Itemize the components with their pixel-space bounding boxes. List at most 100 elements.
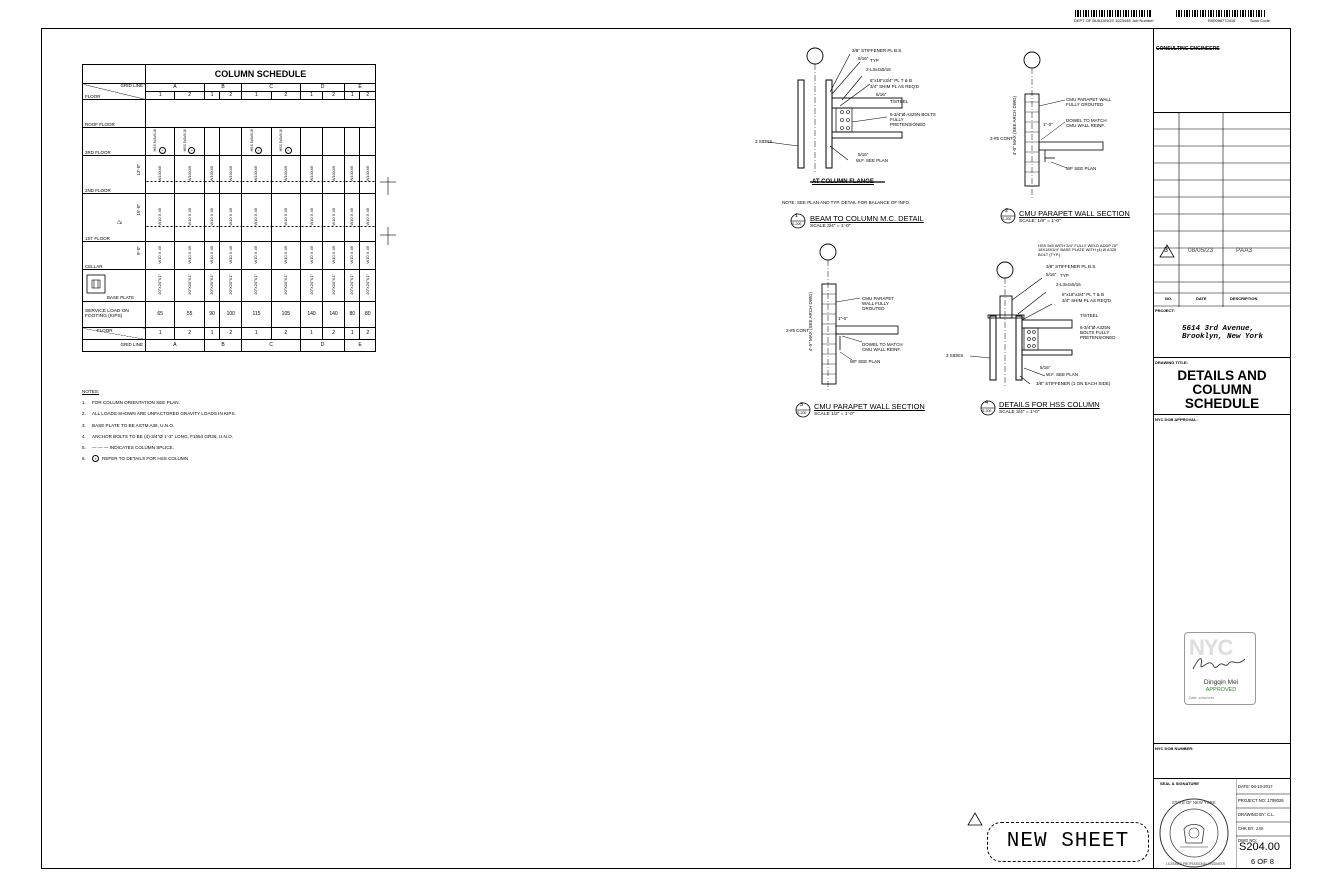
detail-2-callout: DOWEL TO MATCH CMU WALL REINF. <box>1066 118 1107 128</box>
column-schedule-table: COLUMN SCHEDULE GRID LINE FLOOR A B C D … <box>82 64 376 352</box>
service-load-cell: 65 <box>144 301 176 328</box>
sheet-border <box>41 28 1291 869</box>
detail-1-scale: SCALE 3/4" = 1'-0" <box>810 224 851 229</box>
row-label-base: BASE PLATE <box>107 294 135 300</box>
detail-4-callout: W.F. SEE PLAN <box>1046 372 1079 377</box>
detail-1-subtitle: AT COLUMN FLANGE <box>812 179 874 185</box>
schedule-cell: W10X49 <box>270 155 302 194</box>
detail-3-marker: 3 S-200 <box>795 402 811 418</box>
detail-1-callout: 6-3/4"Ø A325N BOLTS FULLY PRETENSIONED <box>890 112 936 127</box>
detail-1-callout: 5/16" <box>876 92 887 97</box>
dob-number-label: NYC DOB NUMBER: <box>1155 746 1194 751</box>
detail-2-drawing <box>1023 51 1104 200</box>
circled-plus-icon: + <box>158 146 166 154</box>
schedule-cell: W10 X 49 <box>219 193 243 242</box>
floor-label: FLOOR <box>85 93 101 99</box>
grid-letter-bottom: D <box>300 339 346 352</box>
schedule-cell: HSS 5x5x5/16+ <box>270 127 302 156</box>
schedule-cell: W10 X 49 <box>144 241 176 270</box>
schedule-cell <box>300 127 324 156</box>
service-load-cell: 105 <box>270 301 302 328</box>
circled-plus-icon: + <box>255 146 263 154</box>
note-item: 2.ALL LOADS SHOWN ARE UNFACTORED GRAVITY… <box>82 411 236 417</box>
schedule-cell: W10X49 <box>344 155 361 194</box>
grid-sub-number: 1 <box>203 91 221 100</box>
grid-sub-number: 2 <box>270 91 302 100</box>
detail-1-callout: W.F. SEE PLAN <box>856 158 889 163</box>
firm-name: CONSULTING ENGINEERS <box>1156 46 1220 52</box>
schedule-cell: W10 X 49 <box>219 241 243 270</box>
row-label-cellar: CELLAR <box>85 263 103 269</box>
detail-2-scale: SCALE: 1/8" = 1'-0" <box>1019 219 1061 224</box>
detail-3-callout: 4'-0" MAX (SEE ARCH DWG) <box>808 292 813 352</box>
schedule-cell: 20"X20"X1" <box>219 269 243 302</box>
schedule-cell: 20"X20"X1" <box>203 269 221 302</box>
grid-sub-number-bottom: 1 <box>300 327 324 340</box>
schedule-cell: W10 X 49 <box>174 241 205 270</box>
grid-sub-number-bottom: 1 <box>144 327 176 340</box>
height-label: 13'-0" <box>135 164 141 176</box>
schedule-cell: W10 X 49 <box>174 193 205 242</box>
grid-sub-number: 1 <box>144 91 176 100</box>
schedule-cell <box>219 127 243 156</box>
job-barcode-label: Job Number <box>1132 18 1154 23</box>
detail-4-marker: 4 S-200 <box>980 400 996 416</box>
schedule-notes: NOTES: 1.FOR COLUMN ORIENTATION SEE PLAN… <box>82 386 236 464</box>
revision-triangle: 3 <box>1159 244 1175 258</box>
row-label-service: SERVICE LOAD ON FOOTING (KIPS) <box>82 301 146 328</box>
schedule-cell: W10X49 <box>203 155 221 194</box>
grid-line-label: GRID LINE <box>120 83 143 88</box>
schedule-cell: W10 X 49 <box>144 193 176 242</box>
circled-plus-icon: + <box>284 146 292 154</box>
schedule-cell: W10X49 <box>359 155 376 194</box>
grid-letter-bottom: A <box>145 339 205 352</box>
schedule-cell: 20"X20"X1" <box>344 269 361 302</box>
detail-4-callout: 6"x18"x3/4" PL T & B <box>1062 292 1104 297</box>
detail-3-callout: 1"-0" <box>838 316 848 321</box>
grid-sub-number-bottom: 2 <box>359 327 376 340</box>
grid-sub-number: 2 <box>322 91 346 100</box>
detail-1-title: BEAM TO COLUMN M.C. DETAIL <box>810 214 924 223</box>
service-load-cell: 140 <box>322 301 346 328</box>
detail-4-callout: 2-L3x4x5/16 <box>1056 282 1081 287</box>
detail-4-callout: 5/16" <box>1040 365 1051 370</box>
detail-4-scale: SCALE 3/4" = 1'-0" <box>999 410 1040 415</box>
schedule-cell: W10 X 49 <box>241 193 272 242</box>
row-label-first: 1ST FLOOR <box>85 235 110 241</box>
schedule-cell: W10 X 49 <box>322 241 346 270</box>
schedule-cell: W10X49 <box>174 155 205 194</box>
detail-4-callout: 3/4" SHIM PL AS REQ'D <box>1062 298 1112 303</box>
grid-letter: C <box>241 83 302 92</box>
grid-sub-number-bottom: 2 <box>270 327 302 340</box>
splice-dimension-marks <box>380 177 396 245</box>
detail-3-title: CMU PARAPET WALL SECTION <box>814 402 925 411</box>
grid-sub-number-bottom: 2 <box>322 327 346 340</box>
detail-4-callout: HSS 5x5 WITH 3/4" FULLY WELD ADDP OF 18X… <box>1038 243 1118 257</box>
detail-3-callout: CMU PARAPET WALL FULLY GROUTED <box>862 296 895 311</box>
detail-1-callout: 5/16" <box>858 56 869 61</box>
grid-letter-bottom: B <box>203 339 243 352</box>
schedule-cell: W10X49 <box>300 155 324 194</box>
detail-4-callout: 3/8" STIFFENER (1 ON EACH SIDE) <box>1036 381 1111 386</box>
detail-1-marker: 1 S-200 <box>790 213 806 229</box>
schedule-cell <box>344 127 361 156</box>
engineer-seal-icon <box>1159 798 1229 868</box>
service-load-cell: 90 <box>203 301 221 328</box>
detail-1-callout: 3/8" STIFFENER PL B.S. <box>852 48 903 53</box>
schedule-cell: 20"X20"X1" <box>144 269 176 302</box>
project-no-field: PROJECT NO: 1708026 <box>1238 798 1284 803</box>
job-barcode <box>1075 10 1151 17</box>
schedule-cell: HSS 5x5x5/16+ <box>144 127 176 156</box>
grid-sub-number-bottom: 1 <box>344 327 361 340</box>
schedule-cell: 20"X20"X1" <box>359 269 376 302</box>
detail-3-callout: 2-#5 CONT. <box>786 328 810 333</box>
seal-label: SEAL & SIGNATURE <box>1160 781 1199 786</box>
approval-stamp: NYC Dingqin Mei APPROVED Date: xx/xx/xxx… <box>1184 632 1256 705</box>
detail-1-callout: 3/4" SHIM PL AS REQ'D <box>870 84 920 89</box>
schedule-cell: 20"X20"X1" <box>322 269 346 302</box>
detail-4-callout: 5/16" <box>1046 272 1057 277</box>
detail-2-callout: WF SEE PLAN <box>1066 166 1097 171</box>
approver-name: Dingqin Mei <box>1203 679 1239 686</box>
schedule-cell: 20"X20"X1" <box>241 269 272 302</box>
